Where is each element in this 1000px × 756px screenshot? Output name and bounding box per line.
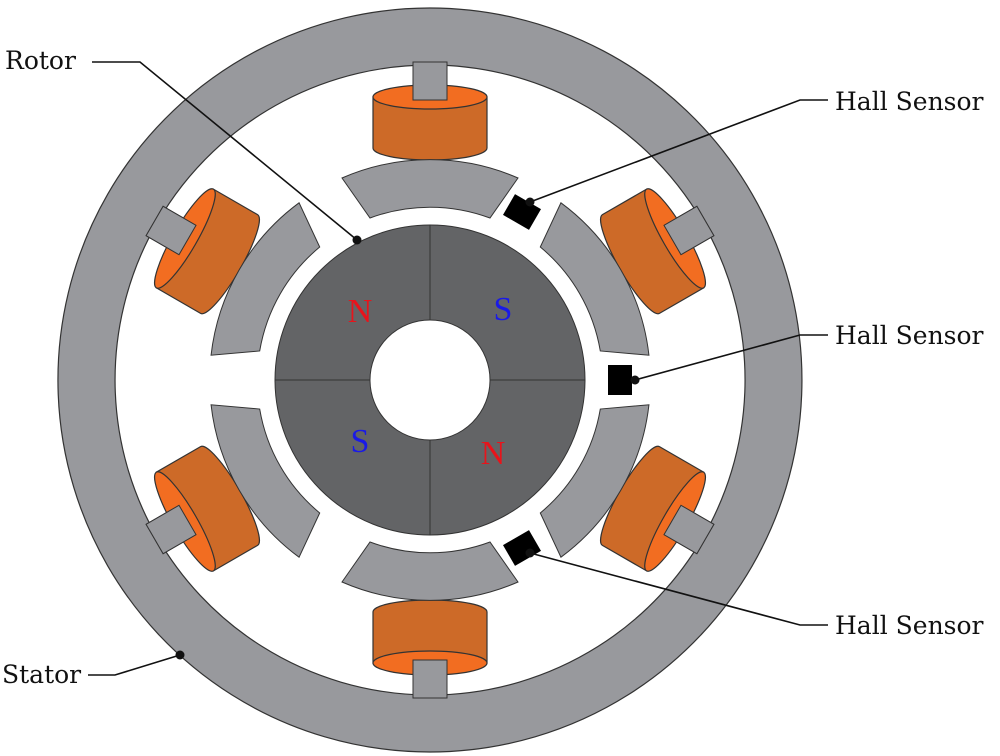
- pole-label-north: N: [481, 435, 506, 472]
- rotor-label: Rotor: [5, 46, 76, 75]
- hall-sensor: [503, 194, 541, 230]
- pole-label-north: N: [348, 293, 373, 330]
- hall-sensor-label: Hall Sensor: [835, 321, 984, 350]
- hall-sensor-label: Hall Sensor: [835, 611, 984, 640]
- leader-dots: [175, 197, 640, 660]
- hall-sensor-label: Hall Sensor: [835, 87, 984, 116]
- hall-sensors: [503, 194, 632, 566]
- hall-sensor: [503, 530, 541, 566]
- leader-lines: [88, 61, 828, 676]
- pole-label-south: S: [494, 291, 513, 328]
- pole-coil: [341, 61, 519, 219]
- pole-label-south: S: [351, 423, 370, 460]
- stator-label: Stator: [2, 660, 81, 689]
- hall-sensor: [608, 365, 632, 395]
- pole-coil: [341, 541, 519, 699]
- rotor: N S S N: [274, 224, 586, 536]
